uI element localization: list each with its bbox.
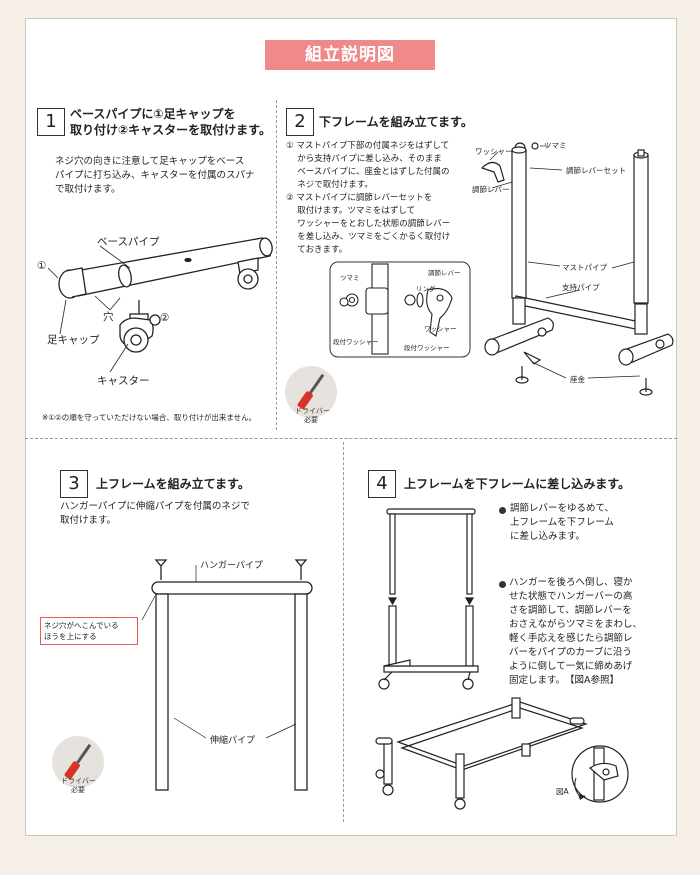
label-mast-pipe: マストパイプ [562,263,607,272]
step2-desc-line5: ② マストパイプに調節レバーセットを [286,193,433,203]
step2-desc-line4: ネジで取付けます。 [286,180,373,190]
step2-desc-line1: ① マストパイプ下部の付属ネジをはずして [286,141,450,151]
label-base-pipe: ベースパイプ [97,236,160,248]
label-foot-cap: 足キャップ [47,334,100,346]
label-telescopic-pipe: 伸縮パイプ [210,736,256,746]
step1-desc-line3: で取付けます。 [55,184,121,195]
instruction-sheet [25,18,677,836]
step1-desc-line1: ネジ穴の向きに注意して足キャップをベース [55,156,245,167]
step4-b2-line6: バーをパイプのカーブに沿う [509,647,632,658]
step3-desc-line1: ハンガーパイプに伸縮パイプを付属のネジで [60,501,250,512]
label-caster: キャスター [97,375,150,387]
step1-title-line2: 取り付け②キャスターを取付けます。 [70,123,271,137]
driver-label-2: 必要 [304,416,318,424]
driver-label-1: ドライバー [295,407,330,415]
step4-b1-line2: 上フレームを下フレーム [510,517,614,528]
step4-b2-line3: さを調節して、調節レバーを [509,605,632,616]
step4-b2-line5: 軽く手応えを感じたら調節レ [509,633,633,644]
detail-label-washer: ワッシャー [424,325,457,333]
step2-desc-line2: から支持パイプに差し込み、そのまま [286,154,442,164]
bullet-1 [499,507,506,514]
label-hanger-pipe: ハンガーパイプ [200,561,263,571]
step2-title: 下フレームを組み立てます。 [319,115,473,129]
step2-number: 2 [286,108,314,136]
step4-b2-line7: ように倒して一気に締めあげ [509,661,633,672]
bullet-2 [499,581,506,588]
label-tsumami: ツマミ [544,141,567,150]
detail-label-lever: 調節レバー [428,269,461,277]
step4-number: 4 [368,470,396,498]
step4-b2-line1: ハンガーを後ろへ倒し、寝か [509,577,633,588]
label-hole: 穴 [103,311,114,323]
detail-label-step-washer-right: 段付ワッシャー [404,344,450,352]
horizontal-divider [25,438,677,439]
step3-desc-line2: 取付けます。 [60,515,117,526]
step2-desc-line8: を差し込み、ツマミをごくかるく取付け [286,232,451,242]
note-line-1: ネジ穴がへこんでいる [44,621,119,630]
step3-number: 3 [60,470,88,498]
detail-label-tsumami: ツマミ [340,274,360,282]
label-mark-2: ② [160,312,170,324]
step4-b2-line8: 固定します。 【図A参照】 [509,675,620,686]
step1-desc-line2: パイプに打ち込み、キャスターを付属のスパナ [55,170,255,181]
detail-label-ring: リング [416,285,436,293]
step1-title-line1: ベースパイプに①足キャップを [70,107,236,121]
step4-b1-line1: 調節レバーをゆるめて、 [510,503,615,514]
step2-desc-line6: 取付けます。ツマミをはずして [286,206,416,216]
label-fig-a: 図A [556,787,569,796]
label-mark-1: ① [37,260,47,272]
driver-label-b1: ドライバー [61,777,96,785]
step4-b2-line4: おさえながらツマミをまわし、 [509,619,643,630]
vertical-divider-top [276,100,277,430]
step4-title: 上フレームを下フレームに差し込みます。 [404,477,631,491]
label-washer: ワッシャー [475,147,513,156]
step4-b1-line3: に差し込みます。 [510,531,586,542]
step1-note: ※①②の順を守っていただけない場合、取り付けが出来ません。 [42,413,257,422]
page-title: 組立説明図 [265,40,435,70]
driver-label-b2: 必要 [71,786,85,794]
vertical-divider-bottom [343,442,344,822]
detail-label-step-washer-left: 段付ワッシャー [333,338,379,346]
label-lever: 調節レバー [472,185,510,194]
label-support-pipe: 支持パイプ [562,283,600,292]
label-lever-set: 調節レバーセット [566,166,626,175]
step2-desc-line9: ておきます。 [286,245,348,255]
step4-b2-line2: せた状態でハンガーバーの高 [509,591,633,602]
step1-number: 1 [37,108,65,136]
note-line-2: ほうを上にする [44,632,97,641]
step2-desc-line3: ベースパイプに、座金とはずした付属の [286,167,450,177]
step2-desc-line7: ワッシャーをとおした状態の調節レバー [286,219,451,229]
note-box [40,617,138,645]
label-zagane: 座金 [570,375,585,384]
step3-title: 上フレームを組み立てます。 [96,477,250,491]
